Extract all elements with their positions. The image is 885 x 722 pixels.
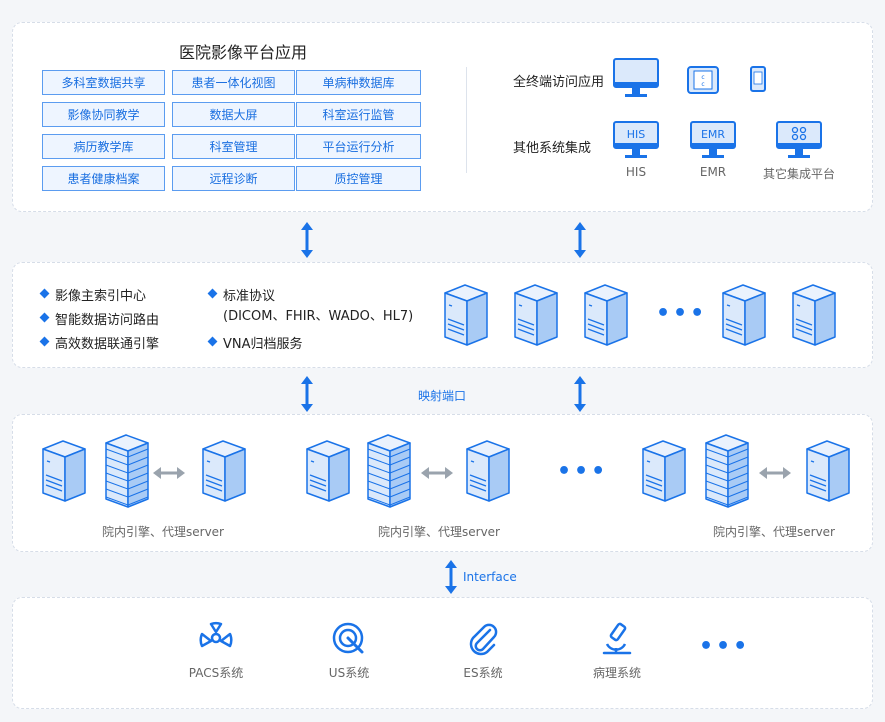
firewall-icon (367, 434, 411, 508)
app-tag: 质控管理 (296, 166, 421, 191)
application-panel: 医院影像平台应用 多科室数据共享 患者一体化视图 单病种数据库 影像协同教学 数… (12, 22, 873, 212)
engine-label: 院内引擎、代理server (102, 525, 224, 539)
interface-label: Interface (463, 570, 517, 584)
svg-text:c: c (701, 74, 704, 81)
bidirectional-arrow-icon (574, 222, 586, 258)
server-icon (806, 440, 850, 502)
bidirectional-arrow-icon (445, 560, 457, 594)
his-monitor-icon: HIS (613, 121, 659, 158)
firewall-icon (705, 434, 749, 508)
bidirectional-arrow-icon (574, 376, 586, 412)
mapping-port-label: 映射端口 (418, 389, 467, 403)
feature-item: VNA归档服务 (223, 333, 303, 352)
source-systems-panel: PACS系统 US系统 ES系统 病理系统 ••• (12, 597, 873, 709)
more-dots: ••• (656, 301, 708, 326)
server-icon (444, 284, 488, 346)
app-tag: 平台运行分析 (296, 134, 421, 159)
feature-item: 标准协议 (223, 285, 275, 304)
app-tag: 患者一体化视图 (172, 70, 295, 95)
system-integration-label: 其他系统集成 (513, 141, 592, 156)
emr-monitor-icon: EMR (690, 121, 736, 158)
engine-label: 院内引擎、代理server (713, 525, 835, 539)
platform-apps-title: 医院影像平台应用 (178, 43, 307, 62)
bidirectional-arrow-icon (153, 467, 185, 479)
source-system-label: ES系统 (463, 666, 503, 680)
bidirectional-arrow-icon (301, 376, 313, 412)
app-tag: 单病种数据库 (296, 70, 421, 95)
feature-item: 智能数据访问路由 (55, 309, 159, 328)
bidirectional-arrow-icon (759, 467, 791, 479)
paperclip-icon (469, 623, 498, 656)
app-tag: 影像协同教学 (42, 102, 165, 127)
server-icon (514, 284, 558, 346)
ultrasound-icon (332, 622, 364, 654)
feature-item: 影像主索引中心 (55, 285, 146, 304)
server-icon (642, 440, 686, 502)
server-icon (202, 440, 246, 502)
server-icon (792, 284, 836, 346)
terminal-access-label: 全终端访问应用 (513, 75, 605, 90)
app-tag: 数据大屏 (172, 102, 295, 127)
phone-icon (750, 66, 766, 92)
app-tag: 科室运行监管 (296, 102, 421, 127)
server-icon (722, 284, 766, 346)
other-platform-monitor-icon (776, 121, 822, 158)
system-label: HIS (625, 165, 647, 179)
app-tag: 患者健康档案 (42, 166, 165, 191)
monitor-screen-text: EMR (701, 128, 725, 141)
app-tag: 科室管理 (172, 134, 295, 159)
app-tag: 远程诊断 (172, 166, 295, 191)
system-label: EMR (699, 165, 727, 179)
tablet-icon: c c (687, 66, 719, 94)
firewall-icon (105, 434, 149, 508)
app-tag: 多科室数据共享 (42, 70, 165, 95)
more-dots: ••• (699, 634, 751, 659)
source-system-label: PACS系统 (188, 666, 244, 680)
platform-core-panel: 影像主索引中心 智能数据访问路由 高效数据联通引擎 标准协议 (DICOM、FH… (12, 262, 873, 368)
engine-panel: ••• 院内引擎、代理server 院内引擎、代理server 院内引擎、代理s… (12, 414, 873, 552)
monitor-screen-text: HIS (627, 128, 646, 141)
radiation-icon (199, 621, 233, 648)
more-dots: ••• (557, 459, 609, 484)
desktop-monitor-icon (613, 58, 659, 97)
engine-label: 院内引擎、代理server (378, 525, 500, 539)
server-icon (306, 440, 350, 502)
microscope-icon (602, 622, 632, 655)
server-icon (466, 440, 510, 502)
divider (466, 67, 467, 173)
feature-item: 高效数据联通引擎 (55, 333, 159, 352)
system-label: 其它集成平台 (762, 167, 835, 181)
source-system-label: 病理系统 (592, 666, 641, 680)
svg-text:c: c (701, 81, 704, 88)
app-tag: 病历教学库 (42, 134, 165, 159)
protocol-list: (DICOM、FHIR、WADO、HL7) (223, 309, 414, 324)
server-icon (584, 284, 628, 346)
bidirectional-arrow-icon (421, 467, 453, 479)
source-system-label: US系统 (328, 666, 370, 680)
bidirectional-arrow-icon (301, 222, 313, 258)
server-icon (42, 440, 86, 502)
